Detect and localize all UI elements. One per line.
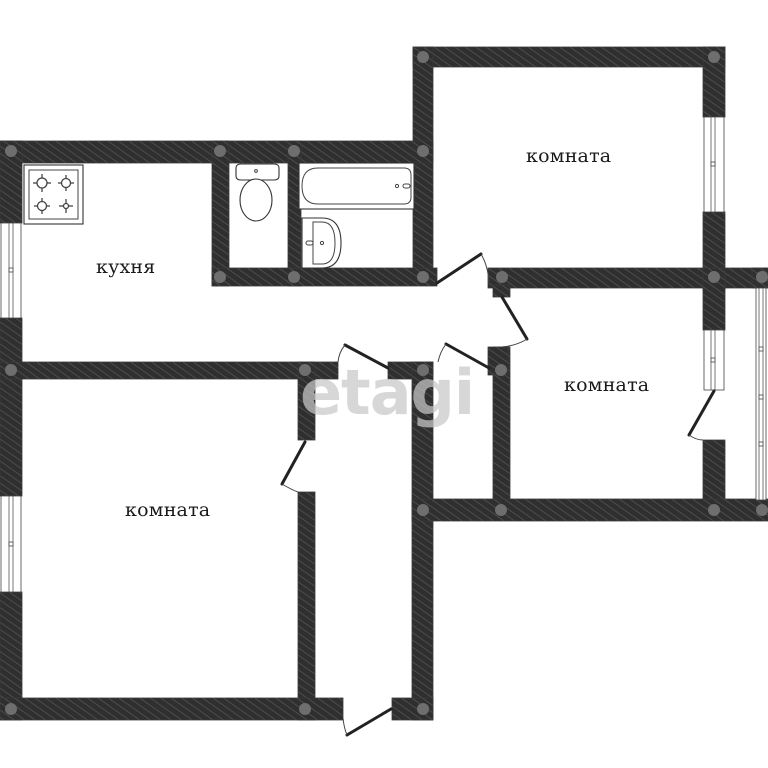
door-bottom-left-room[interactable] xyxy=(280,440,307,493)
walls xyxy=(0,46,768,721)
door-balcony[interactable] xyxy=(687,389,716,441)
balcony-window xyxy=(755,287,767,501)
room-label-kitchen: кухня xyxy=(96,256,156,278)
door-kitchen-corridor[interactable] xyxy=(337,343,390,370)
watermark-logo: etagi xyxy=(300,356,475,429)
door-top-right-room[interactable] xyxy=(435,252,490,285)
top-right-room-window xyxy=(703,116,725,213)
kitchen-window xyxy=(0,222,22,319)
sink-icon xyxy=(301,217,342,269)
bottom-left-room-window xyxy=(0,495,22,593)
middle-right-room-window xyxy=(703,329,725,391)
column-markers xyxy=(5,51,768,715)
room-label-bottom-left: комната xyxy=(125,499,211,521)
stove-icon xyxy=(23,164,84,225)
door-closet[interactable] xyxy=(437,342,491,370)
door-entrance[interactable] xyxy=(342,707,393,737)
bathtub-icon xyxy=(298,162,415,210)
toilet-icon xyxy=(235,163,280,222)
door-middle-right-room[interactable] xyxy=(500,295,529,348)
room-label-middle-right: комната xyxy=(564,374,650,396)
room-label-top-right: комната xyxy=(526,145,612,167)
